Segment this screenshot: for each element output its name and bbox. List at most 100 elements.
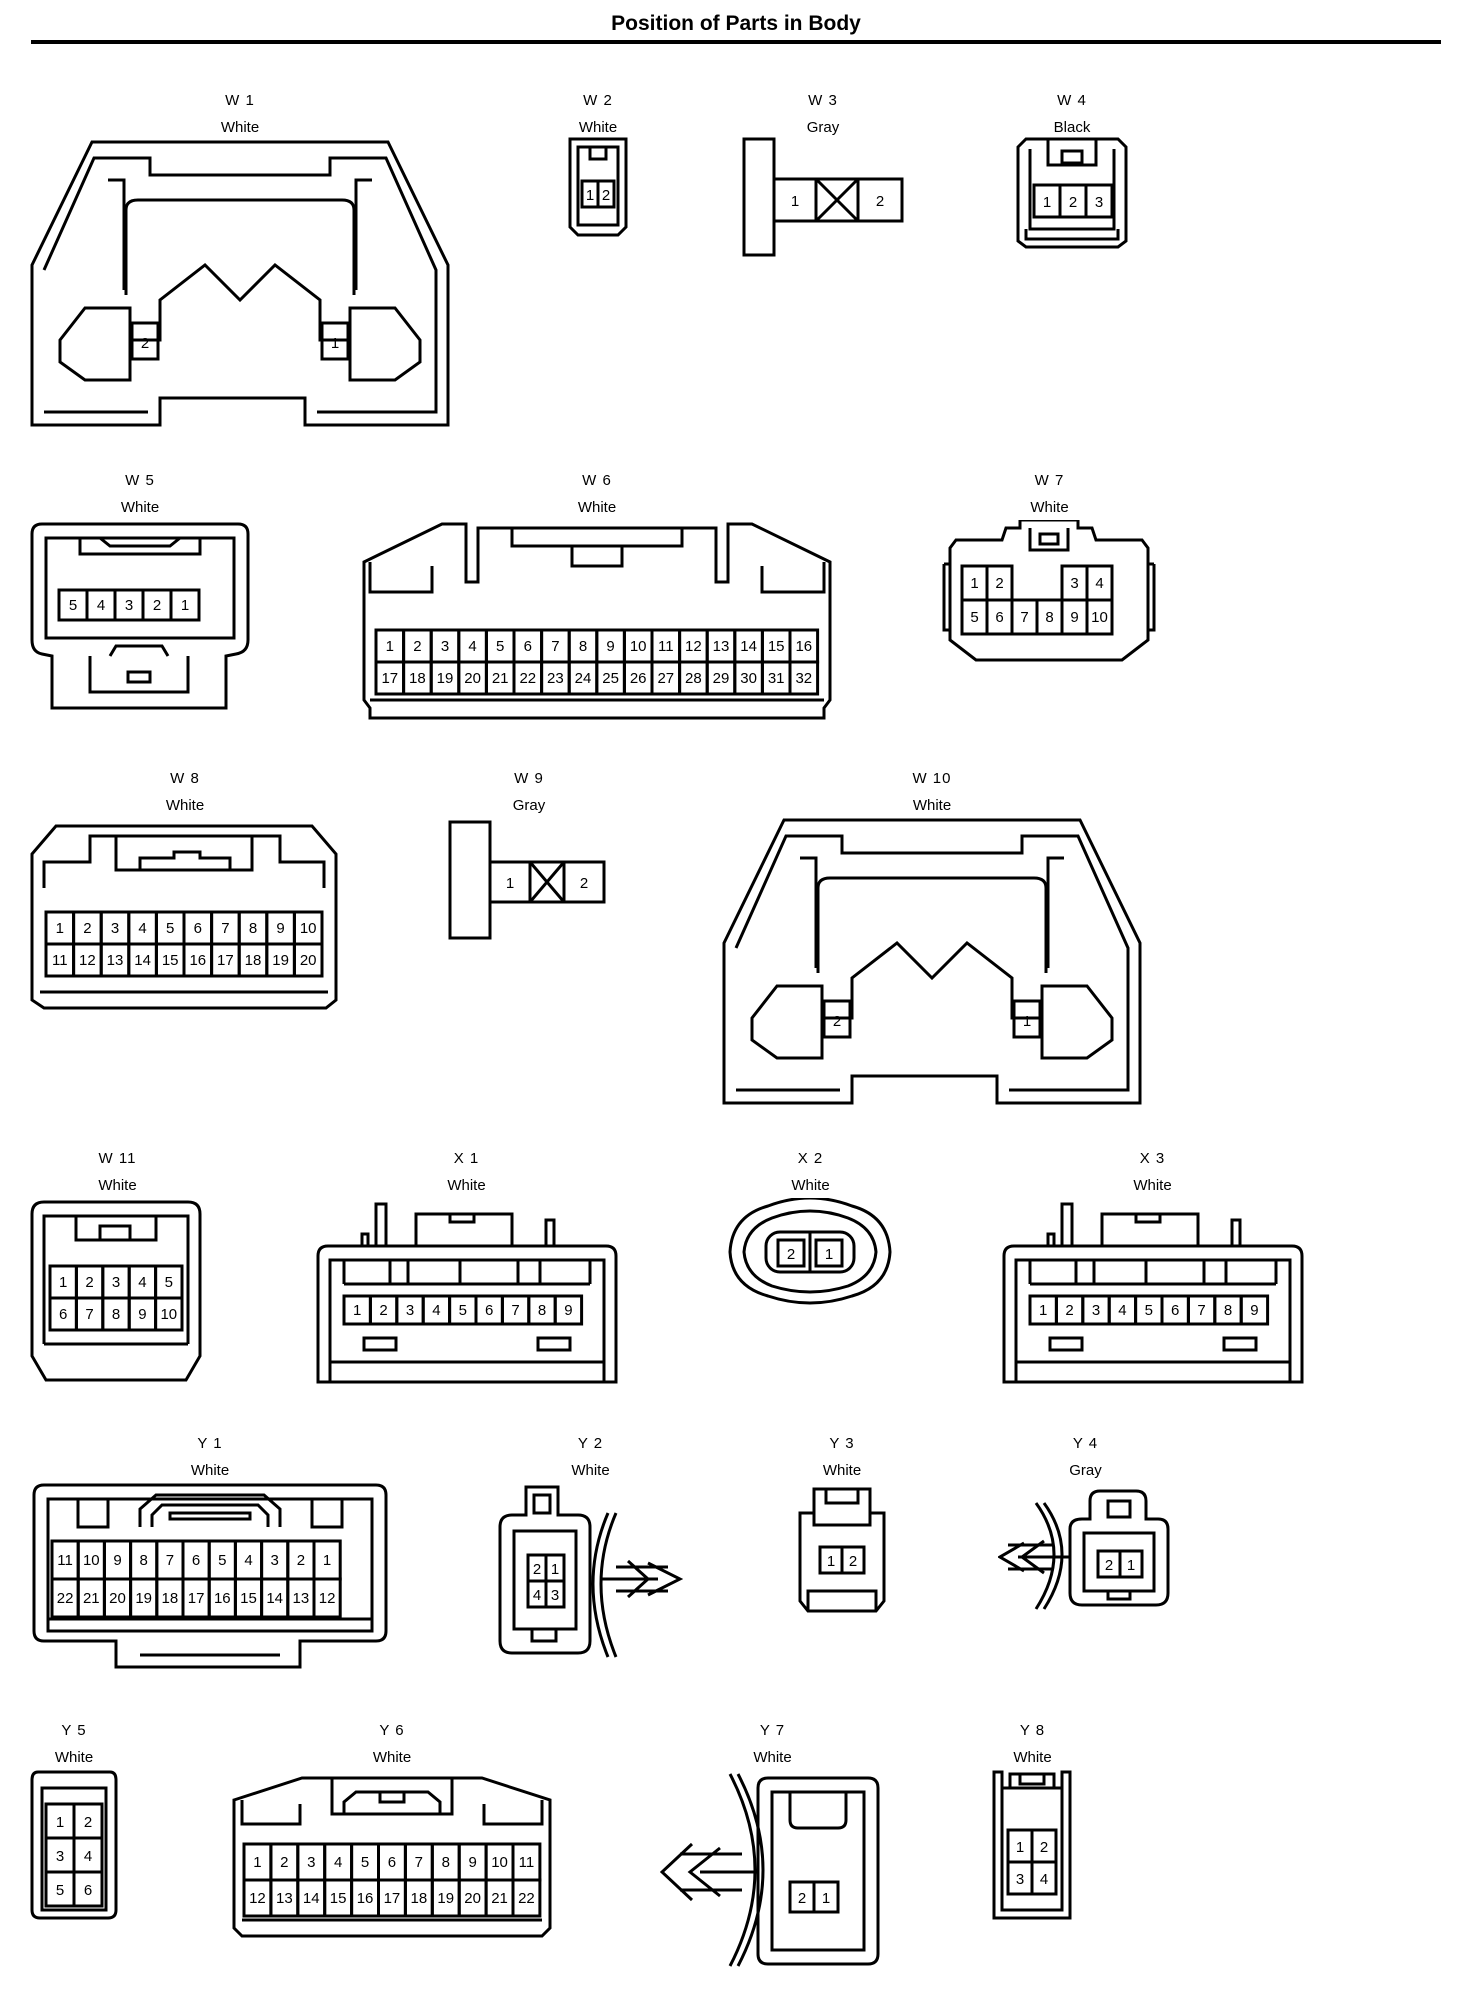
pin-label: 2 xyxy=(280,1854,288,1871)
connector-name: W 1 xyxy=(225,92,255,109)
pin-label: 2 xyxy=(83,920,91,937)
pin-label: 4 xyxy=(1118,1302,1126,1319)
pin-label: 2 xyxy=(413,638,421,655)
connector-w10-drawing: 2 1 xyxy=(722,818,1142,1105)
pin-label: 7 xyxy=(511,1302,519,1319)
connector-w5: W 5 White 5 4 3 2 1 xyxy=(30,472,250,712)
connector-name: Y 6 xyxy=(379,1722,405,1739)
pin-label: 2 xyxy=(85,1274,93,1291)
pin-label: 32 xyxy=(795,670,812,687)
connector-y7-drawing: 2 1 xyxy=(660,1773,880,1967)
pin-label: 15 xyxy=(162,952,179,969)
pin-label: 6 xyxy=(524,638,532,655)
pin-label: 19 xyxy=(437,670,454,687)
svg-text:6: 6 xyxy=(84,1882,92,1899)
pin-label: 11 xyxy=(57,1552,73,1569)
connector-w4: W 4 Black 1 2 3 xyxy=(1012,92,1132,252)
pin-label: 5 xyxy=(496,638,504,655)
svg-text:1: 1 xyxy=(506,875,514,892)
pin-label: 9 xyxy=(1250,1302,1258,1319)
pin-cell xyxy=(312,1577,342,1619)
pin-label: 14 xyxy=(266,1590,283,1607)
pin-label: 16 xyxy=(189,952,206,969)
connector-name: Y 2 xyxy=(577,1435,604,1452)
pin-label: 9 xyxy=(113,1552,121,1569)
connector-w9-drawing: 1 2 xyxy=(448,820,606,940)
pin-label: 3 xyxy=(1092,1302,1100,1319)
pin-label: 1 xyxy=(331,335,339,352)
pin-label: 31 xyxy=(768,670,785,687)
connector-name: W 5 xyxy=(125,472,155,489)
pin-label: 8 xyxy=(112,1306,120,1323)
connector-color: White xyxy=(372,1749,412,1766)
pin-label: 13 xyxy=(713,638,730,655)
pin-label: 18 xyxy=(245,952,262,969)
connector-x2-drawing: 2 1 xyxy=(728,1198,892,1305)
pin-label: 4 xyxy=(468,638,476,655)
pin-label: 6 xyxy=(995,609,1003,626)
pin-label: 5 xyxy=(970,609,978,626)
pin-label: 9 xyxy=(564,1302,572,1319)
connector-name: W 6 xyxy=(582,472,612,489)
pin-label: 8 xyxy=(579,638,587,655)
svg-text:4: 4 xyxy=(533,1587,541,1604)
pin-label: 12 xyxy=(249,1890,266,1907)
connector-color: White xyxy=(190,1462,230,1479)
connector-name: Y 1 xyxy=(197,1435,223,1452)
title-rule xyxy=(31,40,1441,44)
connector-y8: Y 8 White 1 2 3 4 xyxy=(990,1722,1075,1932)
pin-label: 10 xyxy=(1091,609,1108,626)
connector-color: White xyxy=(447,1177,486,1194)
pin-label: 2 xyxy=(1065,1302,1073,1319)
connector-w2-drawing: 1 2 xyxy=(568,137,628,237)
pin-label: 10 xyxy=(491,1854,508,1871)
pin-label: 15 xyxy=(768,638,785,655)
pin-label: 4 xyxy=(1095,575,1103,592)
connector-color: White xyxy=(578,119,618,136)
pin-label: 10 xyxy=(160,1306,177,1323)
pin-label: 4 xyxy=(138,920,146,937)
connector-color: White xyxy=(571,1462,610,1479)
pin-label: 2 xyxy=(379,1302,387,1319)
connector-x2: X 2 White 2 1 xyxy=(728,1150,893,1310)
svg-text:2: 2 xyxy=(876,193,884,210)
pin-label: 3 xyxy=(307,1854,315,1871)
pin-label: 3 xyxy=(1070,575,1078,592)
pin-label: 14 xyxy=(740,638,757,655)
pin-label: 29 xyxy=(713,670,730,687)
pin-label: 23 xyxy=(547,670,564,687)
connector-w5-drawing: 5 4 3 2 1 xyxy=(30,522,250,710)
connector-name: X 3 xyxy=(1139,1150,1166,1167)
connector-color: White xyxy=(822,1462,862,1479)
pin-label: 21 xyxy=(83,1590,100,1607)
pin-label: 5 xyxy=(361,1854,369,1871)
connector-w9: W 9 Gray 1 2 xyxy=(444,770,614,950)
pin-label: 6 xyxy=(388,1854,396,1871)
pin-label: 2 xyxy=(141,335,149,352)
pin-label: 14 xyxy=(134,952,151,969)
pin-label: 2 xyxy=(297,1552,305,1569)
pin-label: 1 xyxy=(386,638,394,655)
svg-text:1: 1 xyxy=(827,1553,835,1570)
pin-label: 17 xyxy=(381,670,398,687)
svg-text:3: 3 xyxy=(125,597,133,614)
pin-label: 24 xyxy=(575,670,592,687)
svg-text:3: 3 xyxy=(1016,1871,1024,1888)
connector-color: White xyxy=(1013,1749,1052,1766)
pin-label: 8 xyxy=(249,920,257,937)
pin-label: 13 xyxy=(276,1890,293,1907)
connector-name: W 4 xyxy=(1057,92,1087,109)
pin-label: 4 xyxy=(138,1274,146,1291)
connector-color: Black xyxy=(1053,119,1091,136)
connector-name: Y 5 xyxy=(61,1722,87,1739)
pin-label: 11 xyxy=(52,952,68,969)
pin-label: 26 xyxy=(630,670,647,687)
connector-color: Gray xyxy=(806,119,840,136)
svg-text:1: 1 xyxy=(825,1246,833,1263)
connector-w3-drawing: 1 2 xyxy=(742,137,904,257)
pin-label: 27 xyxy=(657,670,674,687)
